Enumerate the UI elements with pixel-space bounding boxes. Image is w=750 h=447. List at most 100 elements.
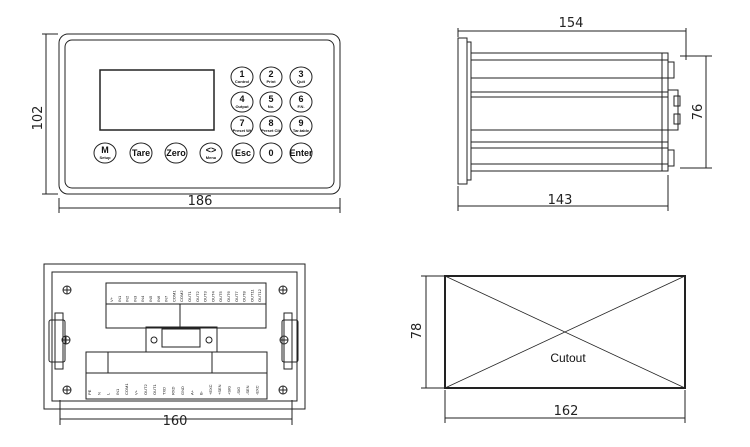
top-terminal-block xyxy=(105,282,267,329)
terminal-label: V+ xyxy=(109,296,114,302)
rear-frame-inner xyxy=(51,271,298,402)
svg-text:Tare: Tare xyxy=(132,148,150,158)
svg-text:Print: Print xyxy=(266,79,276,84)
terminal-label: OUT12 xyxy=(257,288,262,302)
cutout-outline xyxy=(444,275,686,389)
terminal-label: IN6 xyxy=(156,295,161,302)
svg-text:Zero: Zero xyxy=(166,148,186,158)
center-bracket xyxy=(145,326,218,353)
svg-text:5: 5 xyxy=(268,94,273,104)
terminal-label: COM1 xyxy=(171,290,176,302)
svg-text:1: 1 xyxy=(239,69,244,79)
side-depth-dim: 154 xyxy=(559,16,584,31)
terminal-label: GND xyxy=(180,386,185,395)
terminal-label: RXD xyxy=(171,386,176,395)
svg-text:3: 3 xyxy=(298,69,303,79)
terminal-label: -SIG xyxy=(236,387,241,395)
rear-width-dim: 160 xyxy=(163,414,188,429)
side-view xyxy=(457,28,712,211)
lcd-display xyxy=(99,69,215,131)
terminal-label: +EXC xyxy=(208,384,213,395)
side-body xyxy=(470,52,669,172)
left-clamp xyxy=(48,319,66,363)
svg-text:9: 9 xyxy=(298,118,303,128)
svg-text:Menu: Menu xyxy=(206,155,217,160)
svg-text:6: 6 xyxy=(298,94,303,104)
cutout-view xyxy=(421,275,686,423)
key-esc[interactable]: Esc xyxy=(231,142,255,164)
svg-text:4: 4 xyxy=(239,94,244,104)
cutout-width-dim: 162 xyxy=(554,404,579,419)
key-5[interactable]: 5No. xyxy=(259,91,283,113)
terminal-label: OUT11 xyxy=(249,289,254,302)
terminal-label: PE xyxy=(87,389,92,395)
terminal-label: TXD xyxy=(161,387,166,395)
svg-text:Quit: Quit xyxy=(297,79,306,84)
svg-text:Control: Control xyxy=(235,79,249,84)
terminal-label: IN4 xyxy=(140,295,145,302)
cutout-label: Cutout xyxy=(550,351,586,365)
terminal-label: IN1 xyxy=(117,295,122,302)
terminal-label: OUT7 xyxy=(234,291,239,302)
terminal-label: COM2 xyxy=(179,290,184,302)
side-bezel xyxy=(457,37,468,185)
terminal-label: +SEN xyxy=(217,384,222,395)
terminal-label: OUT3 xyxy=(203,291,208,302)
svg-text:0: 0 xyxy=(268,148,273,158)
svg-text:Output: Output xyxy=(235,104,249,109)
front-height-dim: 102 xyxy=(31,106,46,131)
screw-icon xyxy=(61,285,289,395)
svg-text:Preset Clk: Preset Clk xyxy=(261,128,281,133)
svg-text:Tar.table: Tar.table xyxy=(293,128,310,133)
terminal-label: OUT1 xyxy=(187,291,192,302)
terminal-label: OUT1 xyxy=(152,384,157,395)
svg-text:7: 7 xyxy=(239,118,244,128)
terminal-label: B- xyxy=(199,390,204,395)
rear-view xyxy=(43,263,306,425)
terminal-label: IN3 xyxy=(132,295,137,302)
svg-text:<>: <> xyxy=(206,145,217,155)
svg-text:2: 2 xyxy=(268,69,273,79)
front-width-dim: 186 xyxy=(188,194,213,209)
terminal-label: IN5 xyxy=(148,295,153,302)
terminal-label: OUT2 xyxy=(143,384,148,395)
svg-text:No.: No. xyxy=(268,104,274,109)
svg-text:Setup: Setup xyxy=(99,155,111,160)
svg-text:F.N.: F.N. xyxy=(297,104,304,109)
svg-text:8: 8 xyxy=(268,118,273,128)
key-enter[interactable]: Enter xyxy=(289,142,313,164)
front-bezel-outer xyxy=(58,33,341,195)
terminal-label: OUT6 xyxy=(226,291,231,302)
terminal-label: -EXC xyxy=(254,385,259,395)
svg-text:Enter: Enter xyxy=(289,148,313,158)
terminal-label: OUT5 xyxy=(218,291,223,302)
side-body-dim: 143 xyxy=(548,193,573,208)
key-zero[interactable]: Zero xyxy=(164,142,188,164)
svg-text:Esc: Esc xyxy=(235,148,251,158)
key-tare[interactable]: Tare xyxy=(129,142,153,164)
cutout-height-dim: 78 xyxy=(410,323,425,340)
front-bezel-inner xyxy=(64,39,335,189)
key-0[interactable]: 0 xyxy=(259,142,283,164)
terminal-label: OUT8 xyxy=(242,291,247,302)
terminal-label: IN1 xyxy=(115,388,120,395)
key-6[interactable]: 6F.N. xyxy=(289,91,313,113)
terminal-label: IN2 xyxy=(125,295,130,302)
terminal-label: A+ xyxy=(189,389,194,395)
terminal-label: OUT2 xyxy=(195,291,200,302)
key-menu[interactable]: <>Menu xyxy=(199,142,223,164)
terminal-label: L xyxy=(106,392,111,395)
